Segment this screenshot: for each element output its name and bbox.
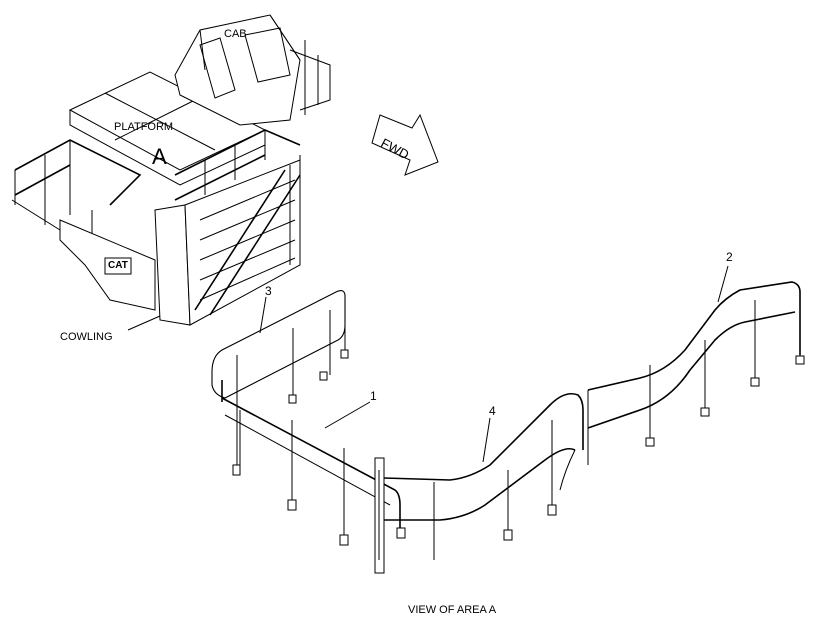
area-label: A [152,144,167,169]
callout-1: 1 [370,389,377,403]
view-caption: VIEW OF AREA A [408,604,497,616]
cab-label: CAB [224,28,247,40]
cowling-label: COWLING [60,331,113,343]
fwd-arrow [371,113,439,176]
callout-leaders [259,265,729,463]
platform-label: PLATFORM [114,121,174,133]
machine-illustration [11,14,331,331]
railing-assembly [211,281,805,574]
callout-3: 3 [265,284,272,298]
callout-4: 4 [489,404,496,418]
callout-2: 2 [726,250,733,264]
cat-logo: CAT [108,260,128,271]
